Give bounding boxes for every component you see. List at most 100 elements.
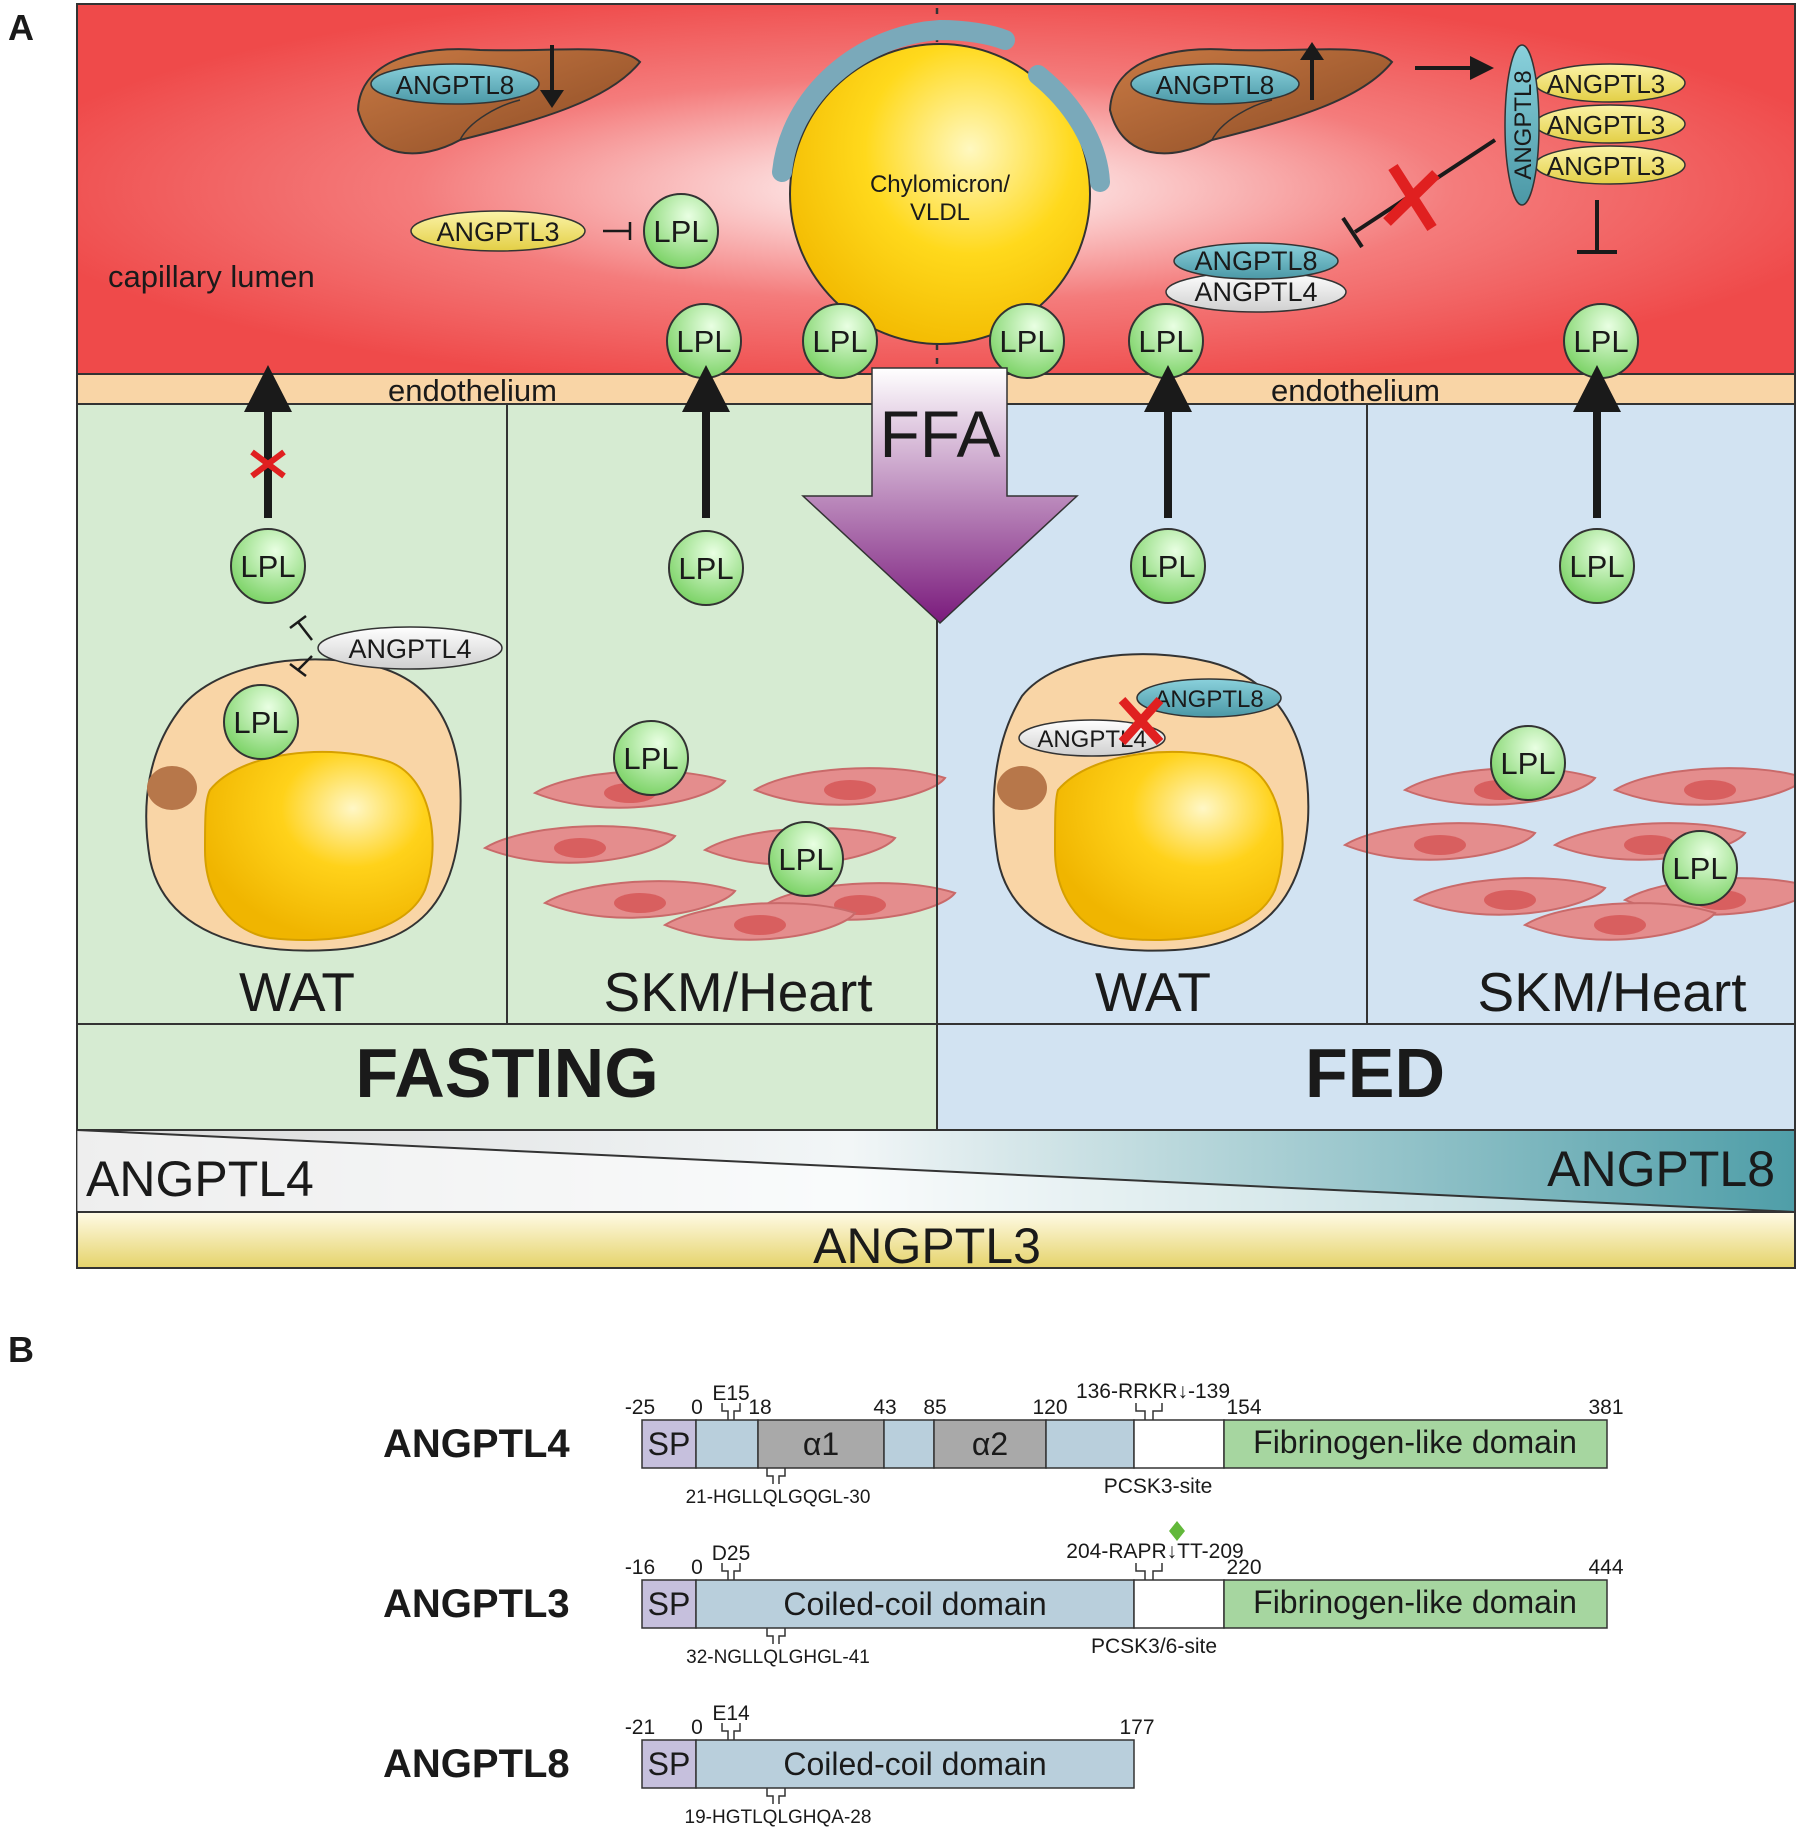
angptl3-bar-label: ANGPTL3	[813, 1218, 1041, 1274]
red-cross-icon	[1118, 696, 1164, 746]
angptl8-liver-fed-label: ANGPTL8	[1156, 70, 1275, 100]
angptl8-coiled: Coiled-coil domain	[783, 1746, 1046, 1782]
angptl4-domain-map: ANGPTL4 SP α1 α2 Fibrinogen-like domain …	[383, 1380, 1624, 1508]
angptl3-num: 444	[1588, 1556, 1623, 1579]
angptl3-site-top: 204-RAPR↓TT-209	[1066, 1540, 1243, 1563]
angptl8-num: -21	[625, 1716, 655, 1739]
lpl-label: LPL	[1569, 549, 1624, 584]
angptl3-site-bottom: PCSK3/6-site	[1091, 1635, 1217, 1658]
panel-a-label: A	[8, 7, 34, 48]
angptl4-num: 18	[748, 1396, 771, 1419]
chylomicron-label-1: Chylomicron/	[870, 171, 1010, 198]
angptl8-liver-fasting	[370, 63, 540, 105]
angptl8-fed-wat	[1136, 678, 1282, 718]
wat-fed-label: WAT	[1095, 961, 1211, 1023]
angptl4-num: 120	[1032, 1396, 1067, 1419]
fasting-label: FASTING	[355, 1034, 658, 1112]
angptl4-num: 154	[1226, 1396, 1261, 1419]
lpl-label: LPL	[623, 741, 678, 776]
lpl-label: LPL	[678, 551, 733, 586]
angptl4-fasting	[317, 626, 503, 670]
angptl8-name: ANGPTL8	[383, 1742, 570, 1786]
angptl4-lumen-label: ANGPTL4	[1194, 277, 1317, 307]
angptl8-fed-wat-label: ANGPTL8	[1154, 686, 1263, 713]
lpl-label: LPL	[1672, 851, 1727, 886]
angptl8-liver-fasting-label: ANGPTL8	[396, 70, 515, 100]
endothelium-label-right: endothelium	[1271, 373, 1440, 408]
angptl8-e14: E14	[712, 1702, 750, 1725]
angptl3-sp: SP	[648, 1586, 691, 1622]
endothelium-label-left: endothelium	[388, 373, 557, 408]
angptl3-complex-1-label: ANGPTL3	[1547, 69, 1666, 99]
angptl8-sp: SP	[648, 1746, 691, 1782]
adipocyte-fasting	[145, 658, 462, 952]
lpl-label: LPL	[1138, 324, 1193, 359]
panel-b-label: B	[8, 1329, 34, 1370]
lpl-label: LPL	[999, 324, 1054, 359]
angptl3-lumen-label: ANGPTL3	[436, 217, 559, 247]
angptl4-site-bottom: PCSK3-site	[1104, 1475, 1213, 1498]
angptl3-domain-map: ANGPTL3 SP Coiled-coil domain Fibrinogen…	[383, 1521, 1624, 1668]
angptl4-motif: 21-HGLLQLGQGL-30	[686, 1487, 871, 1508]
angptl4-name: ANGPTL4	[383, 1422, 570, 1466]
gradient-left-label: ANGPTL4	[86, 1151, 314, 1207]
skm-fed-label: SKM/Heart	[1478, 961, 1747, 1023]
angptl8-complex-label: ANGPTL8	[1510, 70, 1537, 179]
angptl8-liver-fed	[1130, 63, 1300, 105]
angptl4-num: 0	[691, 1396, 703, 1419]
angptl3-num: 0	[691, 1556, 703, 1579]
angptl3-motif: 32-NGLLQLGHGL-41	[686, 1647, 870, 1668]
lpl-label: LPL	[812, 324, 867, 359]
ffa-label: FFA	[879, 397, 1000, 471]
up-arrow-wat-fasting	[244, 365, 292, 518]
angptl8-lumen	[1173, 242, 1339, 280]
lpl-label: LPL	[676, 324, 731, 359]
angptl8-num: 0	[691, 1716, 703, 1739]
capillary-lumen-label: capillary lumen	[108, 259, 315, 294]
angptl3-d25: D25	[712, 1542, 751, 1565]
angptl4-num: 85	[923, 1396, 946, 1419]
inhibit-icon	[289, 615, 313, 677]
angptl4-num: 381	[1588, 1396, 1623, 1419]
up-arrow-wat-fed	[1144, 365, 1192, 518]
skm-fasting-label: SKM/Heart	[604, 961, 873, 1023]
angptl4-num: 43	[873, 1396, 896, 1419]
gradient-right-label: ANGPTL8	[1547, 1141, 1775, 1197]
angptl8-lumen-label: ANGPTL8	[1194, 246, 1317, 276]
red-cross-icon	[1383, 164, 1440, 231]
chylomicron-label-2: VLDL	[910, 199, 970, 226]
angptl4-alpha2: α2	[972, 1426, 1008, 1462]
lpl-label: LPL	[653, 214, 708, 249]
angptl8-motif: 19-HGTLQLGHQA-28	[685, 1807, 872, 1828]
angptl4-sp: SP	[648, 1426, 691, 1462]
up-arrow-skm-fasting	[682, 365, 730, 518]
angptl3-coiled: Coiled-coil domain	[783, 1586, 1046, 1622]
angptl4-fibrinogen: Fibrinogen-like domain	[1253, 1424, 1577, 1460]
angptl3-lumen	[410, 210, 586, 252]
angptl8-domain-map: ANGPTL8 SP Coiled-coil domain -21 0 177 …	[383, 1702, 1155, 1828]
angptl4-site-top: 136-RRKR↓-139	[1076, 1380, 1230, 1403]
angptl3-name: ANGPTL3	[383, 1582, 570, 1626]
angptl3-num: -16	[625, 1556, 655, 1579]
glycosylation-diamond-icon	[1169, 1521, 1185, 1541]
angptl4-alpha1: α1	[803, 1426, 839, 1462]
angptl4-num: -25	[625, 1396, 655, 1419]
lpl-label: LPL	[1500, 746, 1555, 781]
lpl-label: LPL	[1573, 324, 1628, 359]
wat-fasting-label: WAT	[239, 961, 355, 1023]
angptl3-complex-2-label: ANGPTL3	[1547, 110, 1666, 140]
angptl8-complex	[1504, 44, 1540, 206]
angptl3-fibrinogen: Fibrinogen-like domain	[1253, 1584, 1577, 1620]
ffa-arrow	[801, 367, 1079, 625]
lpl-label: LPL	[240, 549, 295, 584]
angptl8-num: 177	[1119, 1716, 1154, 1739]
angptl3-num: 220	[1226, 1556, 1261, 1579]
lpl-label: LPL	[778, 842, 833, 877]
fed-label: FED	[1305, 1034, 1445, 1112]
angptl4-fasting-label: ANGPTL4	[348, 634, 471, 664]
chylomicron-particle	[789, 43, 1091, 345]
red-x-icon	[250, 449, 286, 479]
up-arrow-skm-fed	[1573, 365, 1621, 518]
angptl3-complex-3-label: ANGPTL3	[1547, 151, 1666, 181]
